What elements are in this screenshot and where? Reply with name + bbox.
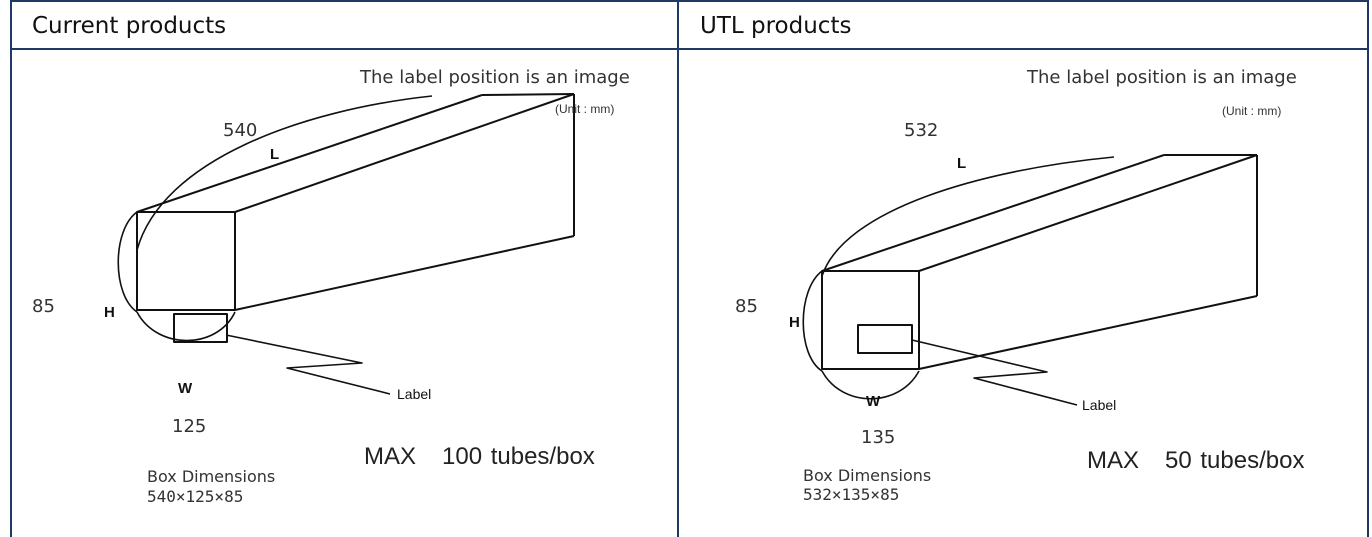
label-callout-text: Label: [397, 386, 432, 402]
length-letter: L: [957, 155, 967, 172]
label-rectangle: [173, 313, 228, 343]
max-capacity: MAX 100 tubes/box: [364, 443, 595, 470]
header-current-products: Current products: [32, 13, 227, 39]
length-arc: [821, 156, 1115, 277]
height-value: 85: [32, 296, 55, 317]
unit-note: (Unit : mm): [1222, 104, 1282, 118]
box-dimensions-value: 540×125×85: [147, 487, 244, 506]
table-border-header: [10, 48, 1369, 50]
box-bottom-edge: [918, 295, 1258, 370]
length-letter: L: [270, 146, 280, 163]
box-front-face: [821, 270, 920, 370]
box-back-top-edge: [481, 93, 575, 96]
box-dimensions-title: Box Dimensions: [803, 466, 932, 485]
label-pointer-line: [911, 339, 1078, 406]
box-dimensions-title: Box Dimensions: [147, 467, 276, 486]
panel-current-products: The label position is an image (Unit : m…: [12, 50, 682, 537]
box-top-edge-right: [918, 154, 1258, 272]
length-arc: [136, 95, 433, 251]
length-value: 540: [223, 120, 258, 141]
height-value: 85: [735, 296, 758, 317]
box-top-edge-right: [234, 93, 575, 213]
width-value: 125: [172, 416, 207, 437]
label-position-note: The label position is an image: [360, 67, 630, 88]
box-bottom-edge: [234, 235, 575, 311]
width-arc: [136, 311, 236, 342]
box-top-edge-left: [136, 94, 483, 213]
label-callout-text: Label: [1082, 397, 1117, 413]
height-arc: [117, 211, 138, 313]
table-column-divider: [677, 0, 679, 537]
label-rectangle: [857, 324, 913, 354]
box-top-edge-left: [821, 154, 1165, 272]
height-arc: [802, 270, 823, 372]
table-border-left: [10, 0, 12, 537]
width-letter: W: [178, 380, 193, 397]
width-arc: [821, 370, 920, 400]
label-position-note: The label position is an image: [1027, 67, 1297, 88]
width-value: 135: [861, 427, 896, 448]
height-letter: H: [789, 314, 800, 331]
box-dimensions-value: 532×135×85: [803, 485, 900, 504]
header-utl-products: UTL products: [700, 13, 852, 39]
length-value: 532: [904, 120, 939, 141]
box-diagram: [802, 154, 1258, 406]
table-border-right: [1367, 0, 1369, 537]
table-border-top: [10, 0, 1369, 2]
box-front-face: [136, 211, 236, 311]
max-capacity: MAX 50 tubes/box: [1087, 447, 1305, 474]
label-pointer-line: [225, 334, 391, 395]
panel-utl-products: The label position is an image (Unit : m…: [679, 50, 1349, 537]
box-diagram: [117, 93, 575, 395]
height-letter: H: [104, 304, 115, 321]
unit-note: (Unit : mm): [555, 102, 615, 116]
width-letter: W: [866, 393, 881, 410]
